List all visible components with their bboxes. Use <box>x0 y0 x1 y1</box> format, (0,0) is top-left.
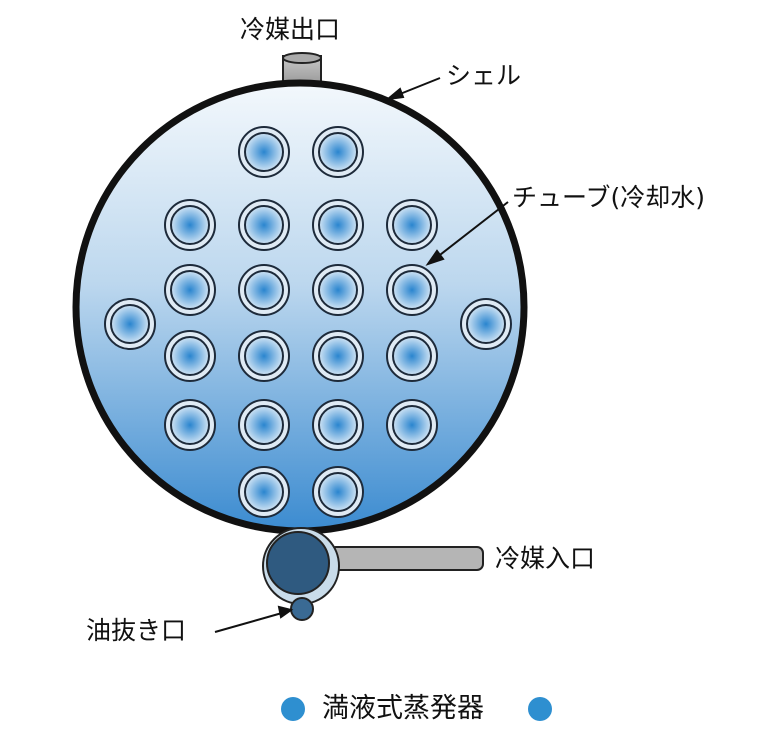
inlet-header <box>262 527 484 621</box>
tube <box>238 399 290 451</box>
tube <box>238 199 290 251</box>
tube <box>164 264 216 316</box>
tube <box>312 399 364 451</box>
tube <box>386 330 438 382</box>
tube <box>164 330 216 382</box>
label-oil-drain: 油抜き口 <box>86 616 187 645</box>
tube <box>386 199 438 251</box>
tube <box>238 330 290 382</box>
tube <box>164 399 216 451</box>
diagram-title: 満液式蒸発器 <box>322 693 484 724</box>
tube <box>238 264 290 316</box>
label-refrigerant-inlet: 冷媒入口 <box>495 544 596 573</box>
label-refrigerant-outlet: 冷媒出口 <box>240 15 341 44</box>
tube <box>312 330 364 382</box>
tube <box>312 199 364 251</box>
tube <box>238 466 290 518</box>
title-dot-left <box>281 697 305 721</box>
label-shell: シェル <box>446 61 522 90</box>
tube <box>386 264 438 316</box>
tube <box>164 199 216 251</box>
leader-lines <box>214 77 509 633</box>
tube-bundle <box>104 126 512 518</box>
tube <box>312 264 364 316</box>
tube <box>312 126 364 178</box>
title-dot-right <box>528 697 552 721</box>
label-tube: チューブ(冷却水) <box>512 183 706 212</box>
tube <box>386 399 438 451</box>
tube <box>312 466 364 518</box>
tube <box>460 298 512 350</box>
tube <box>104 298 156 350</box>
tube <box>238 126 290 178</box>
